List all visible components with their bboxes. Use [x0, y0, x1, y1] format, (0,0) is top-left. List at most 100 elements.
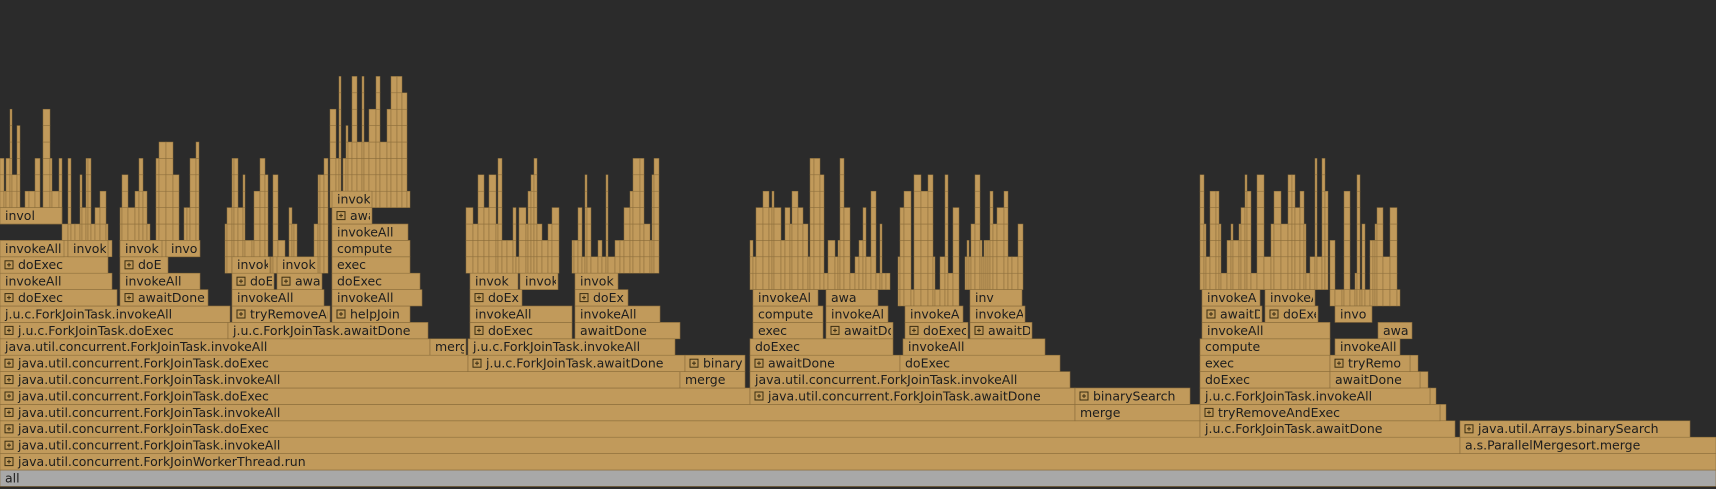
frame-invokeall-30[interactable]: invokeAll: [902, 338, 1046, 356]
stack-sliver[interactable]: [361, 76, 365, 94]
stack-sliver[interactable]: [272, 174, 279, 192]
stack-sliver[interactable]: [121, 223, 129, 241]
stack-sliver[interactable]: [1203, 240, 1207, 258]
expand-icon[interactable]: [754, 358, 764, 368]
frame-bar[interactable]: [904, 305, 964, 323]
stack-sliver[interactable]: [224, 240, 228, 258]
frame-bar[interactable]: [231, 256, 271, 274]
stack-sliver[interactable]: [944, 272, 949, 290]
stack-sliver[interactable]: [899, 256, 905, 274]
stack-sliver[interactable]: [259, 207, 266, 225]
frame-doex-60[interactable]: doEx: [574, 289, 629, 307]
stack-sliver[interactable]: [231, 174, 235, 192]
stack-sliver[interactable]: [791, 240, 799, 258]
stack-sliver[interactable]: [920, 256, 929, 274]
frame-invokeal-61[interactable]: invokeAl: [752, 289, 819, 307]
stack-sliver[interactable]: [396, 76, 403, 94]
stack-sliver[interactable]: [797, 207, 804, 225]
stack-sliver[interactable]: [1270, 256, 1275, 274]
stack-sliver[interactable]: [291, 223, 295, 241]
stack-sliver[interactable]: [242, 223, 246, 241]
stack-sliver[interactable]: [983, 240, 987, 258]
stack-sliver[interactable]: [870, 207, 877, 225]
stack-sliver[interactable]: [1273, 272, 1282, 290]
stack-sliver[interactable]: [11, 190, 18, 208]
expand-icon[interactable]: [4, 391, 14, 401]
stack-sliver[interactable]: [142, 190, 148, 208]
stack-sliver[interactable]: [813, 272, 821, 290]
stack-sliver[interactable]: [155, 207, 160, 225]
stack-sliver[interactable]: [472, 223, 479, 241]
frame-j-u-c-forkjointask-awaitdone-20[interactable]: j.u.c.ForkJoinTask.awaitDone: [467, 354, 686, 372]
stack-sliver[interactable]: [839, 174, 845, 192]
stack-sliver[interactable]: [843, 240, 851, 258]
stack-sliver[interactable]: [551, 207, 560, 225]
stack-sliver[interactable]: [368, 141, 377, 159]
stack-sliver[interactable]: [338, 174, 342, 192]
stack-sliver[interactable]: [195, 158, 200, 176]
stack-sliver[interactable]: [1209, 223, 1217, 241]
stack-sliver[interactable]: [9, 158, 13, 176]
stack-sliver[interactable]: [361, 158, 365, 176]
frame-invokeal-49[interactable]: invokeAl: [825, 305, 889, 323]
stack-sliver[interactable]: [996, 272, 1005, 290]
stack-sliver[interactable]: [827, 272, 836, 290]
stack-sliver[interactable]: [771, 223, 775, 241]
stack-sliver[interactable]: [870, 256, 877, 274]
stack-sliver[interactable]: [1209, 256, 1217, 274]
stack-sliver[interactable]: [158, 207, 167, 225]
stack-sliver[interactable]: [819, 190, 825, 208]
stack-sliver[interactable]: [1007, 256, 1013, 274]
stack-sliver[interactable]: [288, 207, 293, 225]
stack-sliver[interactable]: [231, 207, 235, 225]
stack-sliver[interactable]: [379, 174, 388, 192]
stack-sliver[interactable]: [189, 190, 197, 208]
stack-sliver[interactable]: [375, 190, 381, 208]
stack-sliver[interactable]: [386, 174, 392, 192]
stack-sliver[interactable]: [773, 272, 782, 290]
stack-sliver[interactable]: [1238, 223, 1242, 241]
stack-sliver[interactable]: [495, 223, 499, 241]
stack-sliver[interactable]: [533, 207, 538, 225]
frame-awaitd-40[interactable]: awaitD: [969, 322, 1033, 340]
frame-awai-69[interactable]: awai: [276, 272, 324, 290]
frame-binarysearch-12[interactable]: binarySearch: [1074, 387, 1191, 405]
stack-sliver[interactable]: [1309, 272, 1316, 290]
stack-sliver[interactable]: [992, 256, 998, 274]
stack-sliver[interactable]: [839, 207, 845, 225]
stack-sliver[interactable]: [1369, 289, 1374, 307]
stack-sliver[interactable]: [632, 207, 641, 225]
expand-icon[interactable]: [124, 260, 134, 270]
frame-bar[interactable]: [1201, 289, 1261, 307]
stack-sliver[interactable]: [1324, 190, 1329, 208]
frame-awa-62[interactable]: awa: [825, 289, 879, 307]
stack-sliver[interactable]: [1359, 289, 1363, 307]
stack-sliver[interactable]: [651, 256, 655, 274]
stack-sliver[interactable]: [762, 223, 770, 241]
stack-sliver[interactable]: [259, 240, 266, 258]
stack-sliver[interactable]: [813, 190, 821, 208]
stack-sliver[interactable]: [639, 256, 645, 274]
stack-sliver[interactable]: [762, 272, 770, 290]
stack-sliver[interactable]: [323, 223, 329, 241]
stack-sliver[interactable]: [773, 223, 782, 241]
frame-invok-77[interactable]: invok: [276, 256, 319, 274]
stack-sliver[interactable]: [155, 174, 160, 192]
stack-sliver[interactable]: [651, 190, 655, 208]
stack-sliver[interactable]: [1294, 256, 1301, 274]
stack-sliver[interactable]: [947, 272, 954, 290]
frame-java-util-concurrent-forkjointask-invokeall-16[interactable]: java.util.concurrent.ForkJoinTask.invoke…: [749, 371, 1071, 389]
expand-icon[interactable]: [1206, 309, 1216, 319]
frame-java-util-concurrent-forkjointask-doexec-4[interactable]: java.util.concurrent.ForkJoinTask.doExec: [0, 420, 1201, 438]
expand-icon[interactable]: [4, 440, 14, 450]
stack-sliver[interactable]: [165, 141, 174, 159]
stack-sliver[interactable]: [897, 256, 901, 274]
stack-sliver[interactable]: [1017, 240, 1024, 258]
stack-sliver[interactable]: [85, 174, 89, 192]
stack-sliver[interactable]: [651, 240, 655, 258]
stack-sliver[interactable]: [653, 174, 660, 192]
stack-sliver[interactable]: [1199, 174, 1205, 192]
stack-sliver[interactable]: [1291, 174, 1296, 192]
stack-sliver[interactable]: [854, 272, 860, 290]
stack-sliver[interactable]: [525, 223, 529, 241]
